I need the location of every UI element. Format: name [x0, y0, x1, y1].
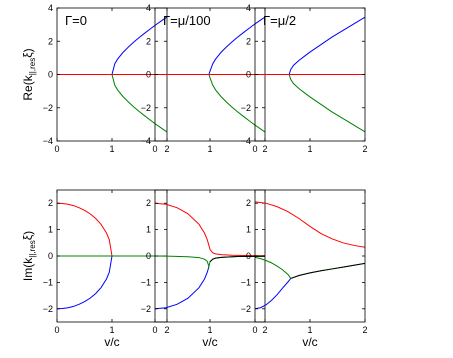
x-tick-label: 2 [164, 144, 169, 154]
y-tick-label: −2 [241, 103, 251, 113]
x-tick-label: 2 [262, 144, 267, 154]
y-tick-label: 4 [48, 3, 53, 13]
y-tick-label: 0 [48, 251, 53, 261]
series-group [255, 16, 365, 133]
series-line-0 [208, 16, 265, 75]
y-tick-label: 2 [48, 198, 53, 208]
y-tick-label: −1 [141, 277, 151, 287]
series-group [155, 16, 265, 133]
series-group [155, 202, 265, 310]
panel-annotation: Γ=0 [65, 13, 87, 28]
y-tick-label: −2 [43, 304, 53, 314]
panel-annotation: Γ=μ/100 [163, 13, 211, 28]
y-tick-label: 0 [146, 70, 151, 80]
x-tick-label: 0 [54, 325, 59, 335]
y-tick-label: 4 [146, 3, 151, 13]
x-tick-label: 1 [207, 144, 212, 154]
y-tick-label: 2 [146, 36, 151, 46]
series-line-0 [111, 16, 167, 75]
y-tick-label: −1 [241, 277, 251, 287]
y-axis-label: Im(k||,resξ) [21, 231, 37, 281]
panel-bottom-0: 0 1 2 −2 −1 0 1 2 v/c Im(k||,resξ) [21, 189, 170, 349]
x-tick-label: 1 [207, 325, 212, 335]
x-tick-label: 2 [362, 144, 367, 154]
series-line-3 [209, 255, 265, 263]
y-tick-label: 2 [146, 198, 151, 208]
y-tick-label: 4 [246, 3, 251, 13]
series-line-0 [255, 201, 365, 248]
series-group [255, 201, 365, 310]
panel-bottom-1: 0 1 2 −2 −1 0 1 2 v/c [141, 189, 268, 349]
y-tick-label: 1 [246, 225, 251, 235]
y-tick-label: −2 [141, 304, 151, 314]
x-tick-label: 2 [362, 325, 367, 335]
y-tick-label: −2 [141, 103, 151, 113]
y-tick-label: 2 [246, 198, 251, 208]
series-line-0 [57, 202, 167, 257]
x-axis-label: v/c [202, 335, 217, 349]
x-axis-label: v/c [302, 335, 317, 349]
series-line-3 [290, 262, 365, 279]
series-line-1 [155, 266, 210, 310]
x-tick-label: 0 [54, 144, 59, 154]
y-tick-label: 1 [146, 225, 151, 235]
x-axis-label: v/c [104, 335, 119, 349]
y-tick-label: 0 [246, 251, 251, 261]
series-line-0 [155, 202, 265, 257]
series-line-2 [255, 256, 365, 280]
x-tick-label: 1 [307, 325, 312, 335]
panel-annotation: Γ=μ/2 [263, 13, 296, 28]
y-tick-label: −4 [241, 136, 251, 146]
y-axis-label: Re(k||,resξ) [21, 48, 37, 100]
series-line-1 [255, 278, 292, 310]
x-tick-label: 1 [109, 325, 114, 335]
y-tick-label: 0 [48, 70, 53, 80]
y-tick-label: −4 [43, 136, 53, 146]
y-tick-label: 0 [246, 70, 251, 80]
y-tick-label: −4 [141, 136, 151, 146]
y-tick-label: −2 [43, 103, 53, 113]
y-tick-label: 0 [146, 251, 151, 261]
series-line-0 [288, 16, 365, 75]
y-tick-label: −2 [241, 304, 251, 314]
series-line-1 [57, 255, 167, 310]
axes-frame [254, 189, 366, 323]
series-line-1 [208, 74, 265, 133]
x-tick-label: 0 [152, 325, 157, 335]
y-tick-label: 2 [246, 36, 251, 46]
y-tick-label: 2 [48, 36, 53, 46]
x-tick-label: 2 [262, 325, 267, 335]
x-tick-label: 1 [307, 144, 312, 154]
y-tick-label: 1 [48, 225, 53, 235]
x-tick-label: 0 [252, 144, 257, 154]
x-tick-label: 2 [164, 325, 169, 335]
series-line-1 [288, 74, 365, 133]
x-tick-label: 0 [252, 325, 257, 335]
y-tick-label: −1 [43, 277, 53, 287]
x-tick-label: 0 [152, 144, 157, 154]
panel-bottom-2: 0 1 2 −2 −1 0 1 2 v/c [241, 189, 368, 349]
series-line-1 [111, 74, 167, 133]
x-tick-label: 1 [109, 144, 114, 154]
series-group [57, 16, 167, 133]
series-group [57, 202, 167, 310]
